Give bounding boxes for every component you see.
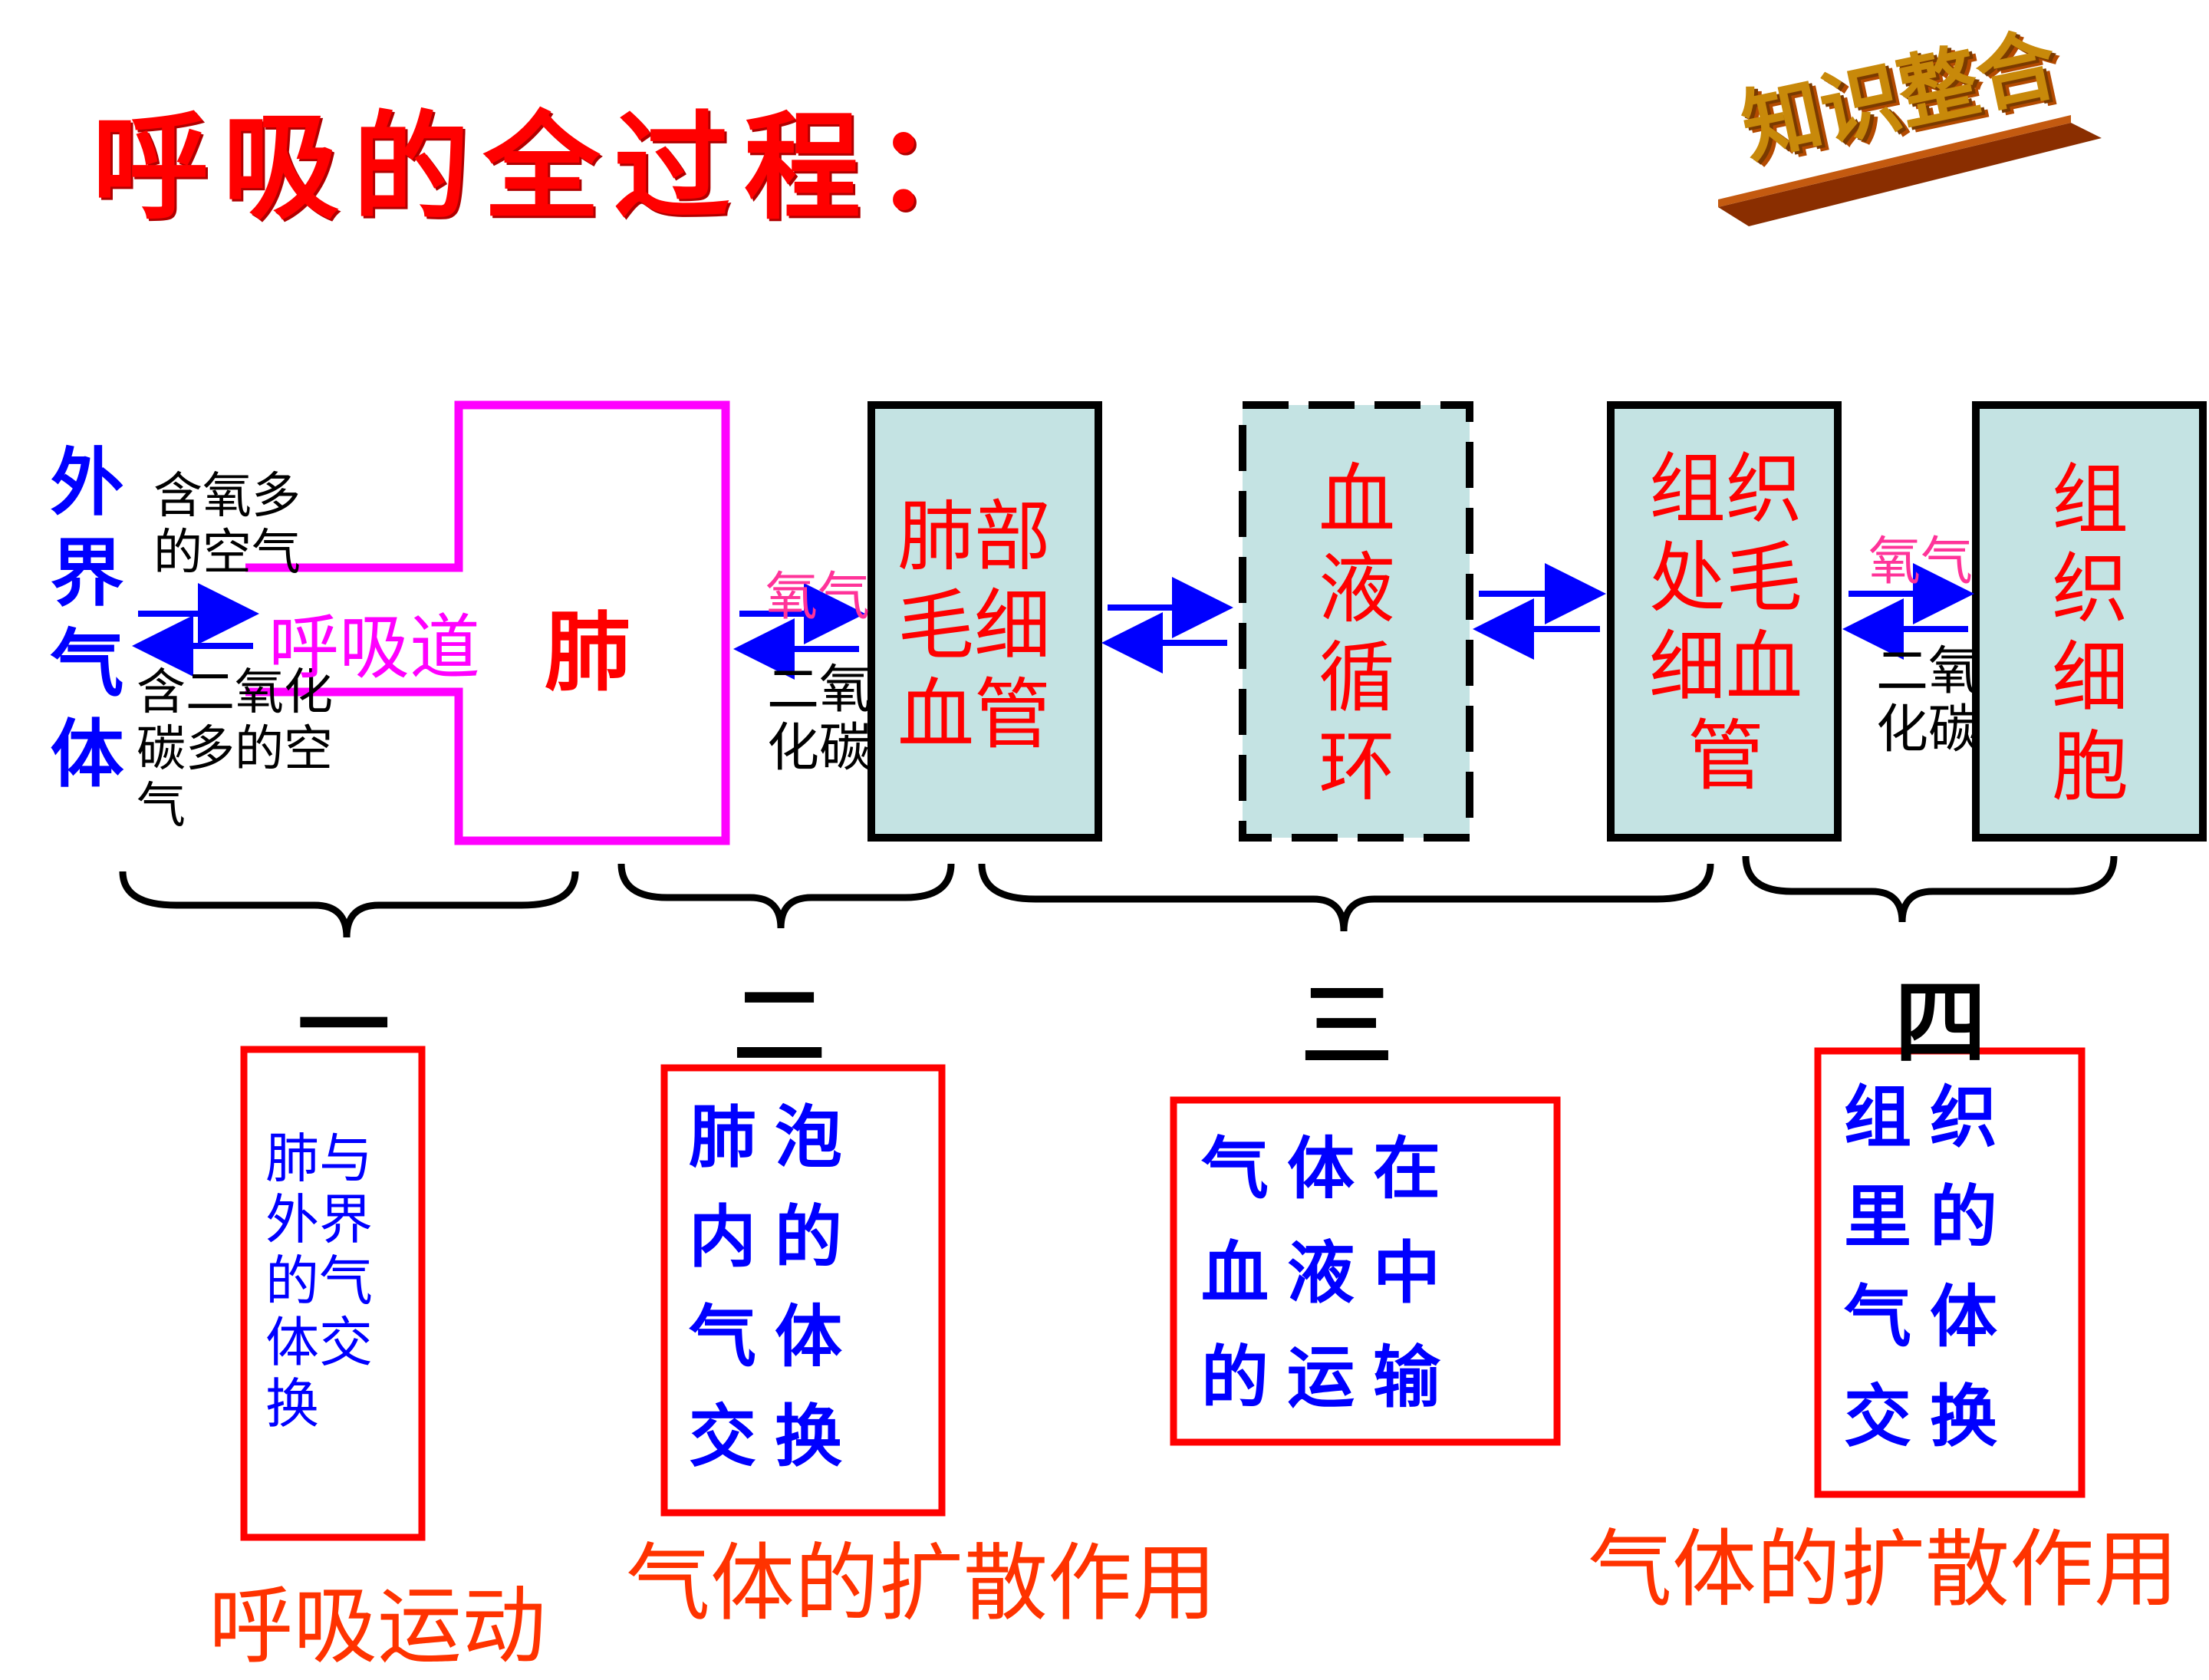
lung-label: 肺 (545, 603, 630, 703)
desc-2-text: 肺泡内的气体交换 (689, 1098, 861, 1476)
o2-label-tissue: 氧气 (1868, 532, 1974, 592)
desc-4-text: 组织里的气体交换 (1844, 1078, 2016, 1456)
tissue-cell-text: 组织细胞 (2052, 455, 2128, 812)
desc-box-2 (660, 1064, 946, 1517)
co2-label-lung: 二氧化碳 (767, 660, 872, 779)
box-blood-circulation (1239, 401, 1473, 842)
exhale-air-label: 含二氧化碳多的空气 (137, 664, 333, 835)
lung-outline (245, 400, 730, 845)
caption-1: 呼吸运动 (209, 1577, 546, 1675)
box-lung-capillary (867, 401, 1102, 842)
airway-label: 呼吸道 (268, 607, 481, 689)
o2-label-lung: 氧气 (765, 567, 871, 628)
caption-4: 气体的扩散作用 (1588, 1520, 2178, 1619)
desc-box-1 (240, 1046, 426, 1541)
page-title: 呼吸的全过程： (92, 100, 1005, 236)
box-tissue-capillary (1607, 401, 1842, 842)
brace-1 (119, 871, 579, 938)
stage-3: 三 (1301, 973, 1393, 1080)
stage-4: 四 (1895, 970, 1987, 1077)
stage-1: 一 (298, 973, 390, 1080)
brace-3 (978, 863, 1714, 932)
brace-2 (617, 863, 955, 929)
brace-4 (1742, 855, 2118, 923)
inhale-air-label: 含氧多的空气 (153, 468, 301, 581)
box-tissue-cell (1972, 401, 2207, 842)
outside-air-label: 外界气体 (38, 443, 123, 805)
desc-3-text: 气体在血液中的运输 (1201, 1129, 1460, 1417)
desc-1-text: 肺与外界的气体交换 (265, 1127, 373, 1435)
blood-circulation-text: 血液循环 (1318, 455, 1395, 812)
co2-label-tissue: 二氧化碳 (1876, 641, 1981, 760)
desc-box-3 (1170, 1096, 1561, 1446)
lung-capillary-text: 肺部毛细血管 (897, 492, 1051, 759)
tissue-capillary-text: 组织处毛细血管 (1649, 444, 1802, 801)
caption-2: 气体的扩散作用 (626, 1534, 1216, 1632)
desc-box-4 (1814, 1047, 2086, 1498)
badge-base (1718, 115, 2102, 226)
stage-2: 二 (733, 973, 825, 1080)
